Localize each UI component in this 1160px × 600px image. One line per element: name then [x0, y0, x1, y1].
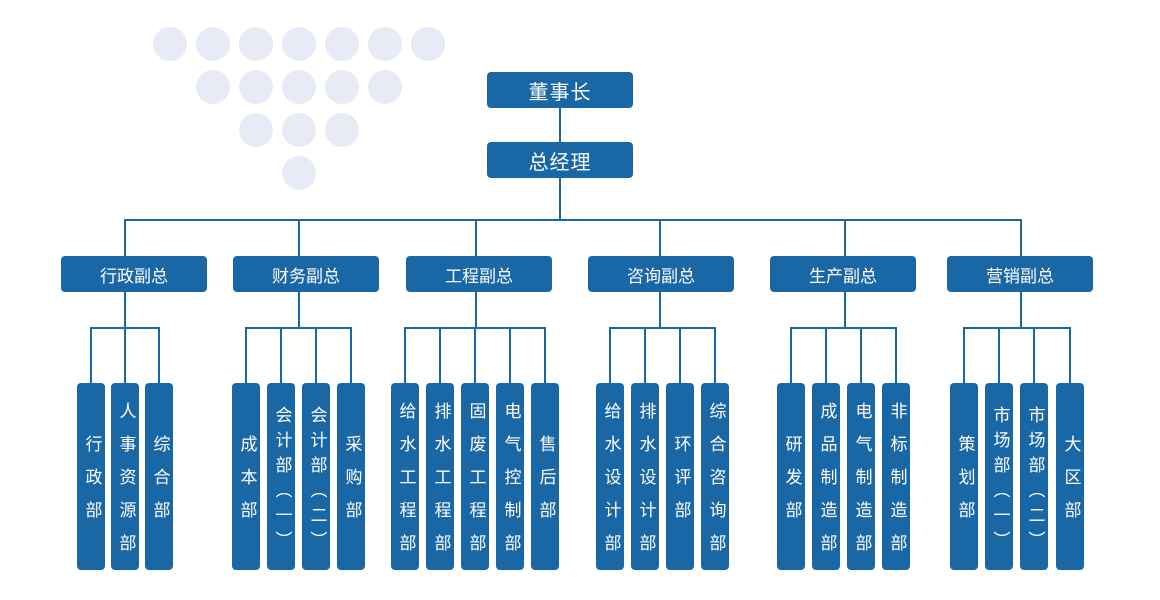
engineering-vp-label: 工程副总	[445, 266, 513, 287]
accounting-dept-2-box: 会计部（二）	[302, 383, 330, 570]
cost-dept-box: 成本部	[232, 383, 260, 570]
decor-dot	[153, 27, 187, 61]
administration-dept-box: 行政部	[77, 383, 105, 570]
decor-dot	[282, 70, 316, 104]
accounting-dept-1-label: 会计部（一）	[271, 405, 292, 556]
decor-dot	[239, 27, 273, 61]
admin-vp-label: 行政副总	[100, 266, 168, 287]
rnd-dept-label: 研发部	[781, 435, 802, 534]
general-manager-label: 总经理	[528, 149, 592, 174]
decor-dot	[282, 113, 316, 147]
non-standard-manufacturing-dept-label: 非标制造部	[886, 402, 907, 567]
environmental-assessment-dept-box: 环评部	[666, 383, 694, 570]
production-vp-label: 生产副总	[809, 266, 877, 287]
drainage-engineering-dept-box: 排水工程部	[426, 383, 454, 570]
market-dept-2-label: 市场部（二）	[1024, 405, 1045, 556]
marketing-vp-label: 营销副总	[986, 266, 1054, 287]
consulting-vp-label: 咨询副总	[627, 266, 695, 287]
decor-dot	[282, 156, 316, 190]
admin-vp-box: 行政副总	[61, 256, 207, 292]
product-manufacturing-dept-label: 成品制造部	[816, 402, 837, 567]
electrical-manufacturing-dept-label: 电气制造部	[851, 402, 872, 567]
hr-resources-dept-box: 人事资源部	[111, 383, 139, 570]
accounting-dept-2-label: 会计部（二）	[306, 405, 327, 556]
water-supply-engineering-dept-label: 给水工程部	[395, 402, 416, 567]
drainage-design-dept-box: 排水设计部	[631, 383, 659, 570]
drainage-engineering-dept-label: 排水工程部	[430, 402, 451, 567]
procurement-dept-box: 采购部	[337, 383, 365, 570]
decorative-dots	[153, 27, 445, 190]
product-manufacturing-dept-box: 成品制造部	[812, 383, 840, 570]
decor-dot	[325, 70, 359, 104]
production-vp-box: 生产副总	[770, 256, 916, 292]
decor-dot	[196, 70, 230, 104]
rnd-dept-box: 研发部	[777, 383, 805, 570]
decor-dot	[196, 27, 230, 61]
accounting-dept-1-box: 会计部（一）	[267, 383, 295, 570]
general-manager-box: 总经理	[487, 142, 633, 178]
chairman-box: 董事长	[487, 72, 633, 108]
after-sales-dept-box: 售后部	[531, 383, 559, 570]
consulting-vp-box: 咨询副总	[588, 256, 734, 292]
decor-dot	[239, 113, 273, 147]
solid-waste-engineering-dept-box: 固废工程部	[461, 383, 489, 570]
regional-dept-label: 大区部	[1060, 435, 1081, 534]
general-consulting-dept-label: 综合咨询部	[705, 402, 726, 567]
engineering-vp-box: 工程副总	[406, 256, 552, 292]
regional-dept-box: 大区部	[1056, 383, 1084, 570]
decor-dot	[325, 113, 359, 147]
market-dept-1-label: 市场部（一）	[989, 405, 1010, 556]
finance-vp-box: 财务副总	[233, 256, 379, 292]
planning-dept-box: 策划部	[950, 383, 978, 570]
decor-dot	[368, 70, 402, 104]
environmental-assessment-dept-label: 环评部	[670, 435, 691, 534]
drainage-design-dept-label: 排水设计部	[635, 402, 656, 567]
marketing-vp-box: 营销副总	[947, 256, 1093, 292]
market-dept-1-box: 市场部（一）	[985, 383, 1013, 570]
electrical-manufacturing-dept-box: 电气制造部	[847, 383, 875, 570]
general-affairs-dept-label: 综合部	[149, 435, 170, 534]
general-consulting-dept-box: 综合咨询部	[701, 383, 729, 570]
hr-resources-dept-label: 人事资源部	[115, 402, 136, 567]
water-supply-design-dept-label: 给水设计部	[600, 402, 621, 567]
water-supply-engineering-dept-box: 给水工程部	[391, 383, 419, 570]
market-dept-2-box: 市场部（二）	[1020, 383, 1048, 570]
finance-vp-label: 财务副总	[272, 266, 340, 287]
after-sales-dept-label: 售后部	[535, 435, 556, 534]
electrical-control-dept-label: 电气控制部	[500, 402, 521, 567]
water-supply-design-dept-box: 给水设计部	[596, 383, 624, 570]
general-affairs-dept-box: 综合部	[145, 383, 173, 570]
solid-waste-engineering-dept-label: 固废工程部	[465, 402, 486, 567]
chairman-label: 董事长	[528, 79, 592, 104]
decor-dot	[411, 27, 445, 61]
decor-dot	[239, 70, 273, 104]
decor-dot	[282, 27, 316, 61]
planning-dept-label: 策划部	[954, 435, 975, 534]
procurement-dept-label: 采购部	[341, 435, 362, 534]
administration-dept-label: 行政部	[81, 435, 102, 534]
non-standard-manufacturing-dept-box: 非标制造部	[882, 383, 910, 570]
decor-dot	[325, 27, 359, 61]
decor-dot	[368, 27, 402, 61]
cost-dept-label: 成本部	[236, 435, 257, 534]
electrical-control-dept-box: 电气控制部	[496, 383, 524, 570]
